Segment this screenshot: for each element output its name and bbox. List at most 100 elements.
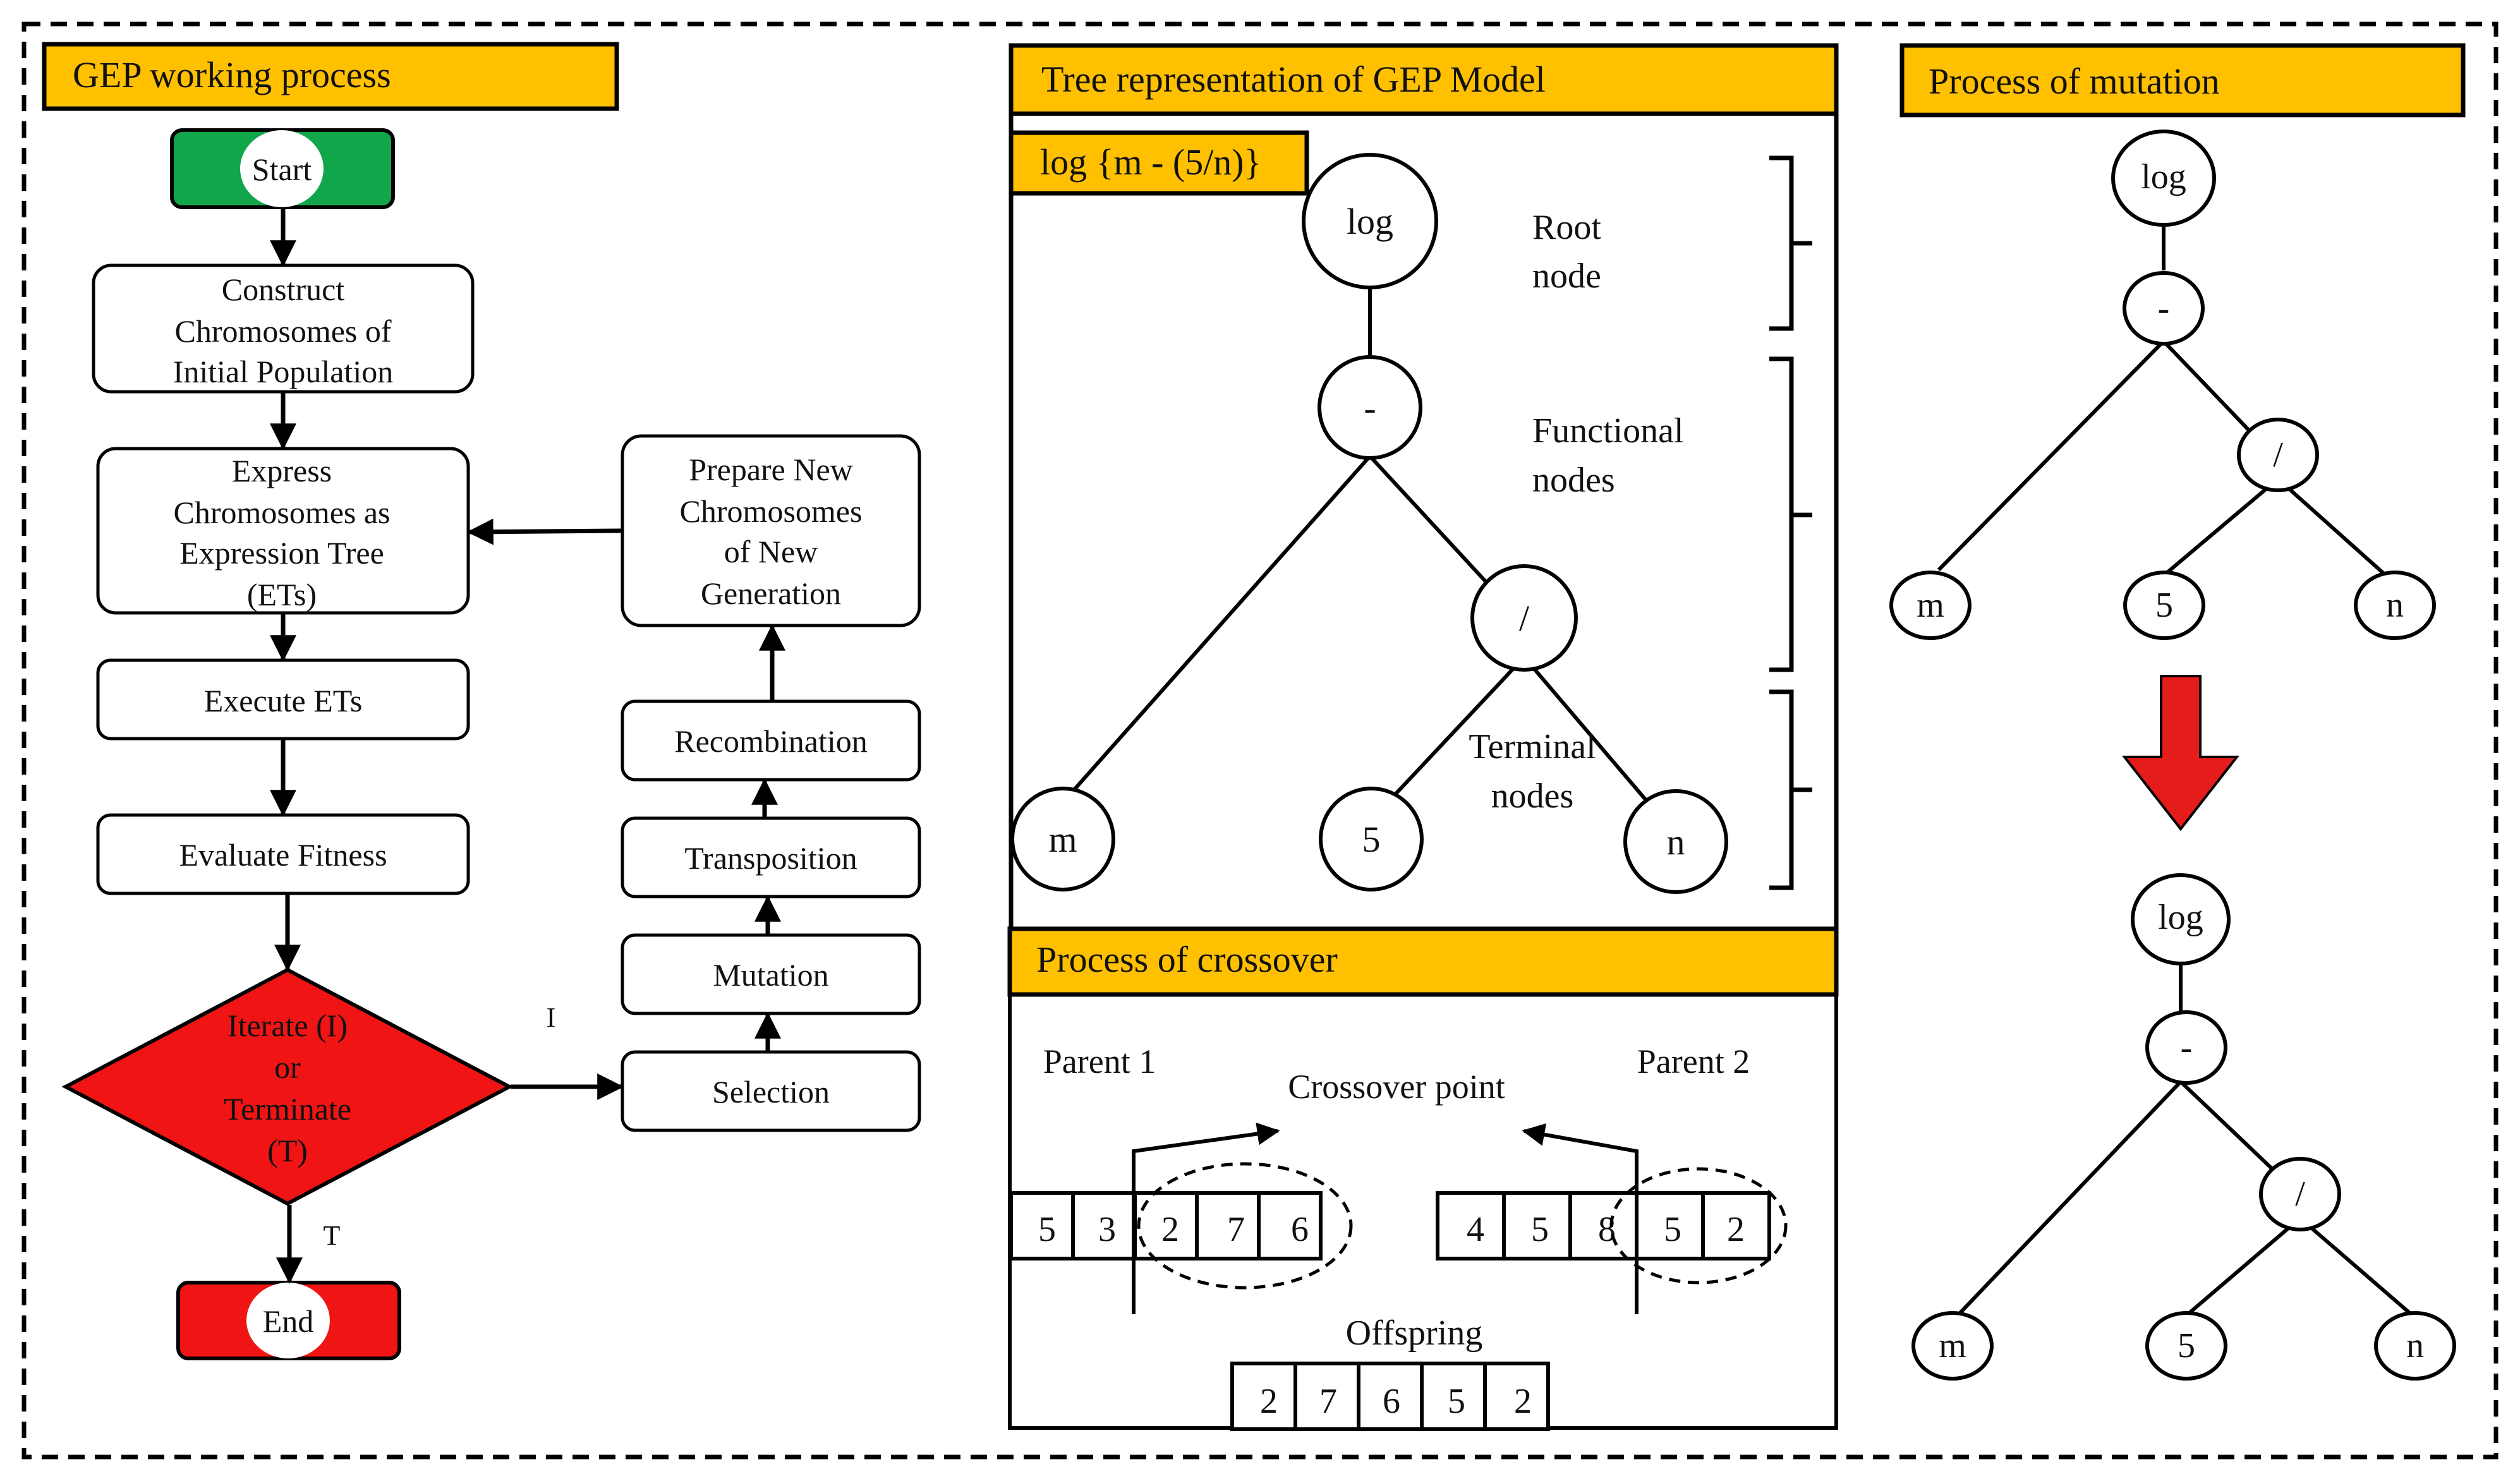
tree-node-n — [1623, 789, 1728, 894]
tree-title: Tree representation of GEP Model — [1041, 59, 1546, 100]
mut2-minus-label: - — [2181, 1028, 2193, 1067]
mut1-node-minus — [2123, 271, 2205, 346]
construct-line-2: Chromosomes of — [174, 313, 391, 349]
mut1-edge-minus-divide — [2162, 339, 2251, 433]
outer-frame — [21, 21, 2499, 1460]
offspring-gene — [1483, 1362, 1550, 1431]
crossover-point-label: Crossover point — [1288, 1068, 1505, 1106]
mut2-log-label: log — [2158, 898, 2203, 937]
tree-node-minus — [1318, 355, 1422, 460]
root-node-label-1: Root — [1532, 208, 1601, 247]
parent1-label: Parent 1 — [1043, 1043, 1156, 1080]
mut2-edge-minus-m — [1956, 1080, 2183, 1317]
end-label-bg — [246, 1283, 330, 1358]
mut1-node-m — [1889, 571, 1972, 640]
mut1-node-n — [2354, 571, 2436, 640]
mut2-edge-divide-5 — [2185, 1216, 2301, 1317]
parent2-gene — [1568, 1191, 1639, 1260]
tree-node-5 — [1319, 787, 1424, 892]
decision-line-1: Iterate (I) — [227, 1008, 348, 1043]
parent1-gene-value: 2 — [1161, 1210, 1179, 1249]
parent1-gene — [1257, 1191, 1323, 1260]
mutation-title: Process of mutation — [1929, 61, 2220, 102]
prepare-line-1: Prepare New — [689, 452, 853, 487]
parent1-gene — [1195, 1191, 1261, 1260]
selection-label: Selection — [712, 1074, 830, 1109]
tree-node-root — [1302, 153, 1438, 289]
mut2-node-n — [2374, 1311, 2456, 1381]
mut2-5-label: 5 — [2178, 1326, 2195, 1365]
tree-leaf-5: 5 — [1362, 819, 1381, 860]
tree-edge-minus-divide — [1368, 454, 1493, 589]
construct-line-3: Initial Population — [173, 354, 394, 389]
decision-line-4: (T) — [267, 1133, 308, 1168]
prepare-line-2: Chromosomes — [680, 493, 863, 529]
parent1-gene — [1009, 1191, 1075, 1260]
tree-root-symbol: log — [1347, 201, 1393, 242]
mut2-node-5 — [2145, 1311, 2227, 1381]
end-label: End — [263, 1303, 314, 1339]
terminal-label-1: Terminal — [1469, 727, 1596, 766]
offspring-gene-value: 2 — [1514, 1382, 1532, 1421]
iterate-flag: I — [547, 1002, 556, 1033]
tree-expression-banner — [1009, 130, 1309, 196]
tree-panel: Tree representation of GEP Model log {m … — [1009, 43, 1839, 933]
parent2-gene — [1502, 1191, 1572, 1260]
mut1-m-label: m — [1917, 586, 1944, 625]
express-line-2: Chromosomes as — [173, 495, 390, 530]
terminal-label-2: nodes — [1491, 777, 1574, 816]
decision-line-3: Terminate — [224, 1091, 351, 1127]
flow-title: GEP working process — [73, 54, 391, 95]
evaluate-label: Evaluate Fitness — [179, 837, 387, 873]
mut1-minus-label: - — [2158, 289, 2170, 328]
mut2-edge-minus-divide — [2179, 1080, 2275, 1172]
brace-terminal — [1769, 689, 1812, 890]
offspring-gene-value: 7 — [1319, 1382, 1337, 1421]
functional-label-2: nodes — [1532, 461, 1615, 500]
arrow-prepare-express — [466, 518, 622, 545]
crossover-title: Process of crossover — [1036, 939, 1338, 980]
mut1-log-label: log — [2141, 157, 2186, 196]
tree-edge-minus-m — [1061, 455, 1372, 804]
parent2-gene-value: 5 — [1664, 1210, 1681, 1249]
start-label: Start — [252, 152, 312, 187]
decision-diamond — [61, 967, 514, 1206]
parent2-label: Parent 2 — [1637, 1043, 1750, 1080]
mut1-node-divide — [2237, 418, 2319, 492]
parent1-gene-value: 6 — [1291, 1210, 1309, 1249]
mut2-divide-label: / — [2295, 1175, 2305, 1214]
parent1-gene — [1071, 1191, 1137, 1260]
tree-node-divide — [1470, 564, 1578, 672]
start-label-bg — [240, 130, 324, 207]
parent2-gene-value: 4 — [1467, 1210, 1484, 1249]
functional-label-1: Functional — [1532, 411, 1684, 450]
tree-leaf-n: n — [1667, 821, 1685, 862]
tree-divide-symbol: / — [1519, 598, 1530, 639]
mut1-edge-divide-5 — [2163, 477, 2279, 577]
mut1-n-label: n — [2386, 586, 2404, 625]
parent1-gene-value: 7 — [1227, 1210, 1245, 1249]
tree-edge-divide-5 — [1386, 655, 1526, 804]
mut2-edge-divide-n — [2299, 1216, 2414, 1317]
root-node-label-2: node — [1532, 257, 1601, 296]
express-line-4: (ETs) — [247, 577, 317, 612]
offspring-gene-value: 2 — [1260, 1382, 1278, 1421]
tree-title-banner — [1009, 43, 1839, 116]
crossover-panel: Process of crossover Parent 1 Parent 2 C… — [1007, 926, 1839, 1431]
parent2-gene-value: 5 — [1531, 1210, 1549, 1249]
prepare-line-3: of New — [724, 534, 818, 569]
mut1-edge-divide-n — [2277, 477, 2387, 577]
offspring-gene-value: 6 — [1383, 1382, 1400, 1421]
mut2-n-label: n — [2406, 1326, 2424, 1365]
parent2-crossover-arrow — [1522, 1123, 1639, 1314]
parent2-gene-value: 2 — [1727, 1210, 1745, 1249]
decision-line-2: or — [274, 1049, 301, 1085]
parent1-gene-value: 5 — [1038, 1210, 1056, 1249]
execute-label: Execute ETs — [204, 683, 363, 718]
parent2-crossover-ellipse — [1609, 1167, 1788, 1285]
mut1-node-5 — [2123, 571, 2205, 640]
flowchart-panel: GEP working process Start Construct Chro… — [42, 42, 921, 1360]
parent2-gene — [1701, 1191, 1771, 1260]
express-line-3: Expression Tree — [179, 535, 384, 571]
offspring-gene — [1293, 1362, 1360, 1431]
